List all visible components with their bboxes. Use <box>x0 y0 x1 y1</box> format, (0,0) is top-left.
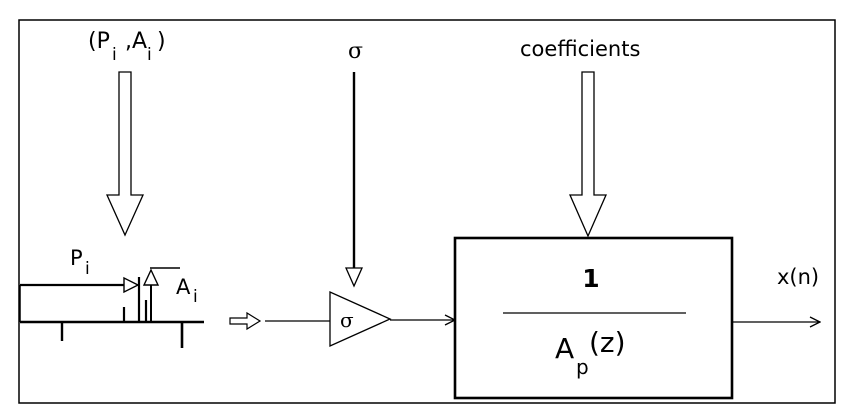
filter-numerator: 1 <box>582 264 599 293</box>
synthesis-filter-block <box>453 236 734 400</box>
pulse-params-label: (P i ,A i ) <box>88 29 166 65</box>
amplitude-label: A <box>176 275 191 299</box>
pulse-params-sub-1: i <box>112 45 117 65</box>
pulse-params-open: (P <box>88 29 110 54</box>
gain-input-arrowhead <box>344 267 364 288</box>
period-sub: i <box>85 259 90 279</box>
gain-block <box>329 290 392 348</box>
pulse-generator <box>19 267 204 348</box>
amplitude-sub: i <box>193 287 198 307</box>
period-label: P <box>70 246 83 270</box>
coefficients-label: coefficients <box>520 37 640 61</box>
pulse-params-sep: ,A <box>125 29 147 54</box>
diagram-frame <box>18 19 836 404</box>
pulse-params-close: ) <box>157 29 166 54</box>
gain-input-label: σ <box>348 39 363 64</box>
output-label: x(n) <box>777 265 819 289</box>
gain-block-symbol: σ <box>340 308 354 332</box>
pulse-params-arrow <box>105 71 145 237</box>
filter-denominator-sub: p <box>576 355 589 379</box>
coefficients-arrow <box>569 71 607 238</box>
excitation-arrow <box>229 311 262 331</box>
filter-denominator-arg: (z) <box>589 326 626 359</box>
filter-denominator-main: A <box>555 332 574 365</box>
pulse-params-sub-2: i <box>147 45 152 65</box>
